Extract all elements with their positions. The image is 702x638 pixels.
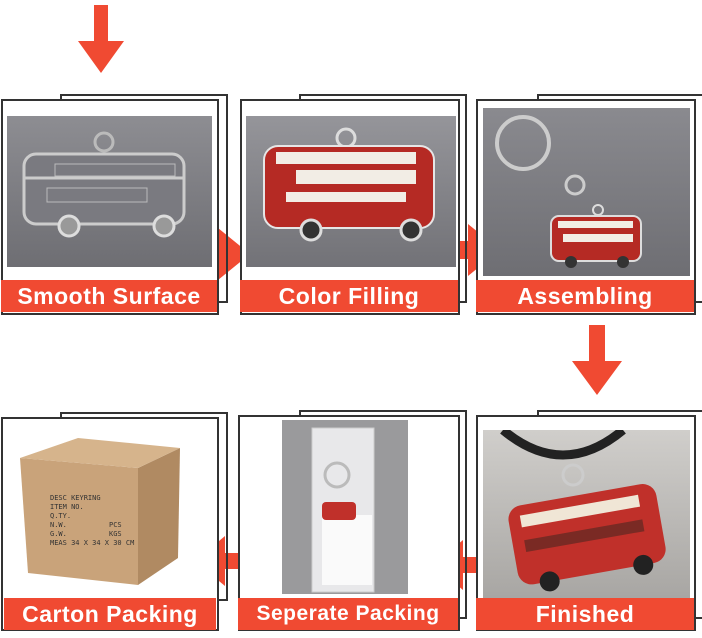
carton-text: DESC KEYRING [50, 494, 101, 502]
carton-text: Q.TY. [50, 512, 72, 520]
carton-text: ITEM NO. [50, 503, 84, 511]
arrow-down-icon [78, 5, 124, 73]
step-label: Seperate Packing [238, 598, 458, 630]
carton-text: G.W. KGS [50, 530, 122, 538]
arrow-right-icon [440, 224, 500, 276]
finished-keyring-photo [483, 430, 690, 598]
arrow-left-icon [195, 536, 253, 586]
arrow-right-icon [190, 228, 250, 280]
carton-marking: DESC KEYRING ITEM NO. Q.TY. N.W. PCS G.W… [50, 494, 134, 548]
arrow-left-icon [433, 540, 491, 590]
step-label: Finished [476, 598, 694, 630]
red-bus-photo [246, 116, 456, 267]
bag-packing-photo [282, 420, 408, 594]
step-label: Color Filling [240, 280, 458, 312]
step-label: Assembling [476, 280, 694, 312]
silver-bus-photo [7, 116, 212, 267]
carton-text: MEAS 34 X 34 X 30 CM [50, 539, 135, 547]
carton-text: N.W. PCS [50, 521, 122, 529]
carton-box-photo: DESC KEYRING ITEM NO. Q.TY. N.W. PCS G.W… [18, 438, 183, 588]
arrow-down-icon [572, 325, 622, 395]
step-label: Carton Packing [4, 598, 216, 630]
step-label: Smooth Surface [1, 280, 217, 312]
assembly-photo [483, 108, 690, 276]
